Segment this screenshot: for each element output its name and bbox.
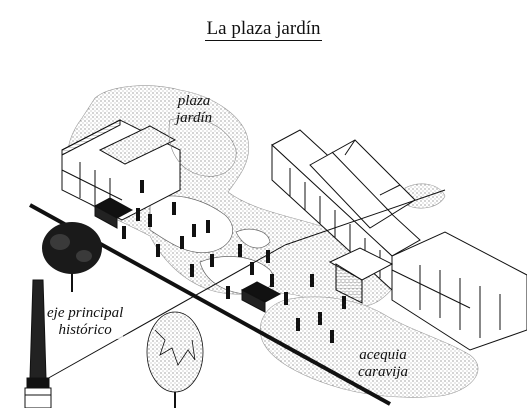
- acequia-garden-area: [260, 296, 479, 398]
- chimney: [24, 279, 52, 408]
- leader-line: [284, 189, 446, 246]
- right-building: [271, 129, 527, 351]
- light-tree: [146, 311, 204, 408]
- plaza-path: [149, 195, 233, 254]
- plaza-path: [235, 228, 271, 249]
- plaza-bed: [168, 117, 237, 177]
- small-garden-patch: [404, 183, 446, 209]
- planter-box: [240, 281, 282, 313]
- leader-line: [44, 244, 286, 381]
- label-plaza-jardin: plaza jardín: [176, 93, 213, 126]
- label-eje-principal: eje principal histórico: [47, 305, 124, 339]
- drawing-title: La plaza jardín: [204, 18, 323, 41]
- label-acequia-caravija: acequia caravija: [358, 347, 408, 380]
- left-building: [61, 119, 181, 221]
- dark-tree: [42, 222, 102, 292]
- planter-box: [93, 197, 134, 229]
- garden-posts: [122, 180, 346, 343]
